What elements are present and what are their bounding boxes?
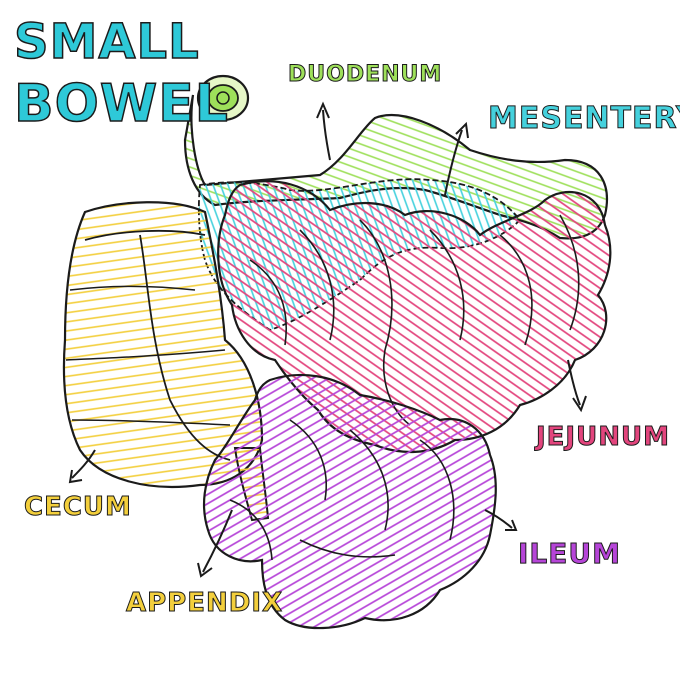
mesentery-arrow xyxy=(444,129,463,196)
cecum-label: CECUM xyxy=(24,492,132,522)
jejunum-arrow xyxy=(567,359,581,406)
appendix-arrow xyxy=(202,509,233,573)
title-line-1: SMALL xyxy=(13,14,200,70)
mesentery-label: MESENTERY xyxy=(488,101,680,136)
ileum-region xyxy=(202,373,497,630)
ileum-label: ILEUM xyxy=(518,537,621,570)
duodenum-label: DUODENUM xyxy=(287,62,443,87)
label-arrows xyxy=(68,101,587,578)
title-line-2: BOWEL xyxy=(13,74,229,134)
appendix-label: APPENDIX xyxy=(125,588,284,618)
jejunum-label: JEJUNUM xyxy=(536,422,670,452)
ileum-arrow xyxy=(484,509,513,529)
cecum-arrow xyxy=(71,449,96,479)
cecum-region xyxy=(62,201,264,489)
duodenum-arrow xyxy=(322,109,331,161)
